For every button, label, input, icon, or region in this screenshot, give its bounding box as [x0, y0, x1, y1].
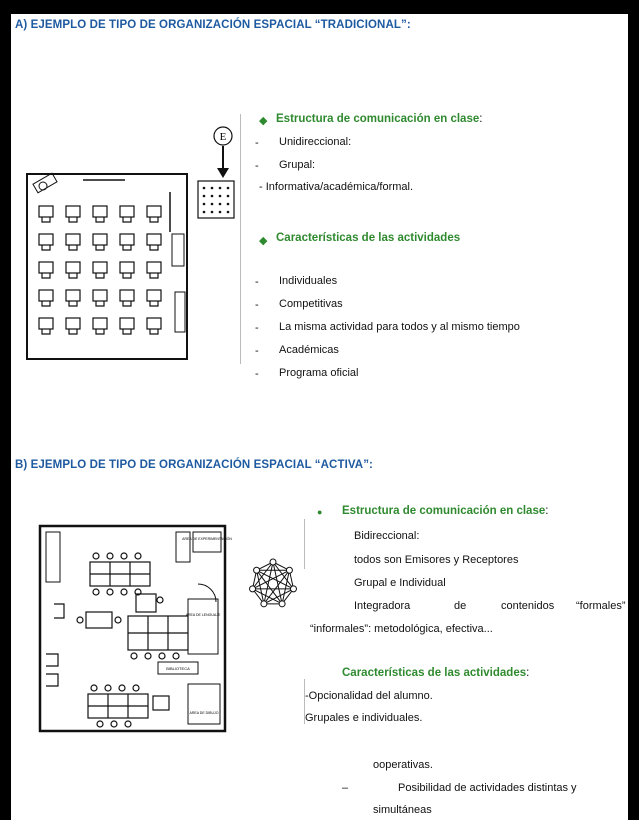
- actividad-item: La misma actividad para todos y al mismo…: [279, 321, 520, 333]
- actividad-line: Grupales e individuales.: [305, 712, 423, 724]
- emisor-arrow-diagram: E: [197, 126, 235, 219]
- room-label: AREA DE LENGUAJE: [186, 613, 221, 617]
- dash: -: [255, 160, 259, 172]
- actividad-item: Individuales: [279, 275, 338, 287]
- network-icon: [249, 558, 297, 608]
- actividad-line: -Opcionalidad del alumno.: [305, 690, 433, 702]
- document-page: A) EJEMPLO DE TIPO DE ORGANIZACIÓN ESPAC…: [11, 14, 628, 820]
- comunicacion-item: Unidireccional:: [279, 136, 352, 148]
- actividades-title-b: Características de las actividades:: [342, 667, 530, 679]
- dash: -: [255, 368, 259, 380]
- dash: -: [255, 322, 259, 334]
- actividad-line: ooperativas.: [373, 759, 433, 771]
- actividad-item: Competitivas: [279, 298, 343, 310]
- integradora-word: Integradora: [354, 600, 411, 612]
- actividad-item: Académicas: [279, 344, 339, 356]
- actividad-item: Programa oficial: [279, 367, 359, 379]
- dash: –: [342, 782, 349, 794]
- emisor-label: E: [220, 131, 227, 143]
- comunicacion-item: - Informativa/académica/formal.: [259, 181, 414, 193]
- bullet-dot-icon: ●: [317, 507, 323, 517]
- integradora-word: de: [454, 600, 467, 612]
- integradora-word: contenidos: [501, 600, 555, 612]
- active-classroom-drawing: AREA DE EXPERIMENTACIÓN AREA DE LENGUAJE…: [38, 524, 232, 733]
- actividad-line: simultáneas: [373, 804, 432, 816]
- actividad-line: Posibilidad de actividades distintas y: [398, 782, 577, 794]
- actividades-title-a: Características de las actividades: [276, 232, 461, 244]
- comunicacion-line: Bidireccional:: [354, 530, 420, 542]
- divider-line: [304, 519, 305, 569]
- section-b-heading: B) EJEMPLO DE TIPO DE ORGANIZACIÓN ESPAC…: [15, 459, 373, 471]
- comunicacion-line: Grupal e Individual: [354, 577, 446, 589]
- traditional-classroom-drawing: [26, 172, 188, 360]
- dash: -: [255, 137, 259, 149]
- divider-line: [304, 679, 305, 724]
- bullet-diamond-icon: ◆: [259, 115, 268, 127]
- dash: -: [255, 299, 259, 311]
- informales-line: “informales”: metodológica, efectiva...: [310, 623, 493, 635]
- comunicacion-title-b: Estructura de comunicación en clase:: [342, 505, 549, 517]
- comunicacion-title-a: Estructura de comunicación en clase:: [276, 113, 483, 125]
- room-label: AREA DE EXPERIMENTACIÓN: [182, 536, 232, 541]
- integradora-word: “formales”: [576, 600, 626, 612]
- room-label: BIBLIOTECA: [166, 666, 190, 671]
- room-label: AREA DE DIBUJO: [190, 711, 219, 715]
- divider-line: [240, 114, 241, 364]
- dash: -: [255, 276, 259, 288]
- comunicacion-line: todos son Emisores y Receptores: [354, 554, 519, 566]
- bullet-diamond-icon: ◆: [259, 235, 268, 247]
- comunicacion-item: Grupal:: [279, 159, 316, 171]
- dash: -: [255, 345, 259, 357]
- section-a-heading: A) EJEMPLO DE TIPO DE ORGANIZACIÓN ESPAC…: [15, 19, 411, 31]
